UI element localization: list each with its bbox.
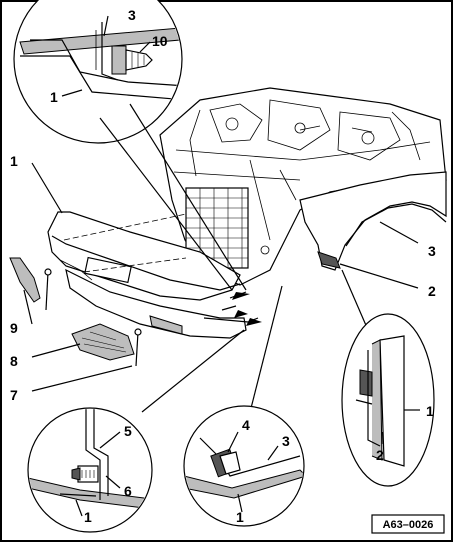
label-main-8: 8: [10, 353, 18, 369]
label-main-2: 2: [428, 283, 436, 299]
callout-labels: 3 10 1 1 3 2 9 8 7 1 2 5 6 1 4 3 1: [10, 7, 436, 525]
bolt-part: [44, 268, 52, 311]
side-trim-part-9: [9, 257, 41, 303]
right-detail-inset: [341, 313, 435, 487]
reference-code-box: A63–0026: [371, 514, 445, 534]
label-bm-3: 3: [282, 433, 290, 449]
bumper-cover: [47, 211, 262, 339]
bottom-mid-detail-inset: [183, 405, 305, 527]
label-top-1: 1: [50, 89, 58, 105]
leader-lines: [23, 103, 419, 421]
label-main-9: 9: [10, 320, 18, 336]
label-bm-4: 4: [242, 417, 250, 433]
label-bl-1: 1: [84, 509, 92, 525]
label-top-10: 10: [152, 33, 168, 49]
label-right-2: 2: [376, 447, 384, 463]
label-top-3: 3: [128, 7, 136, 23]
label-bm-1: 1: [236, 509, 244, 525]
top-detail-inset: [13, 0, 183, 144]
label-main-7: 7: [10, 387, 18, 403]
grille-insert-part-8: [71, 323, 135, 361]
label-main-1: 1: [10, 153, 18, 169]
label-bl-6: 6: [124, 483, 132, 499]
bottom-left-detail-inset: [27, 407, 153, 533]
label-main-3: 3: [428, 243, 436, 259]
reference-code: A63–0026: [383, 519, 434, 531]
label-right-1: 1: [426, 403, 434, 419]
car-front-body: [159, 87, 447, 286]
label-bl-5: 5: [124, 423, 132, 439]
screw-part-7: [134, 328, 142, 367]
